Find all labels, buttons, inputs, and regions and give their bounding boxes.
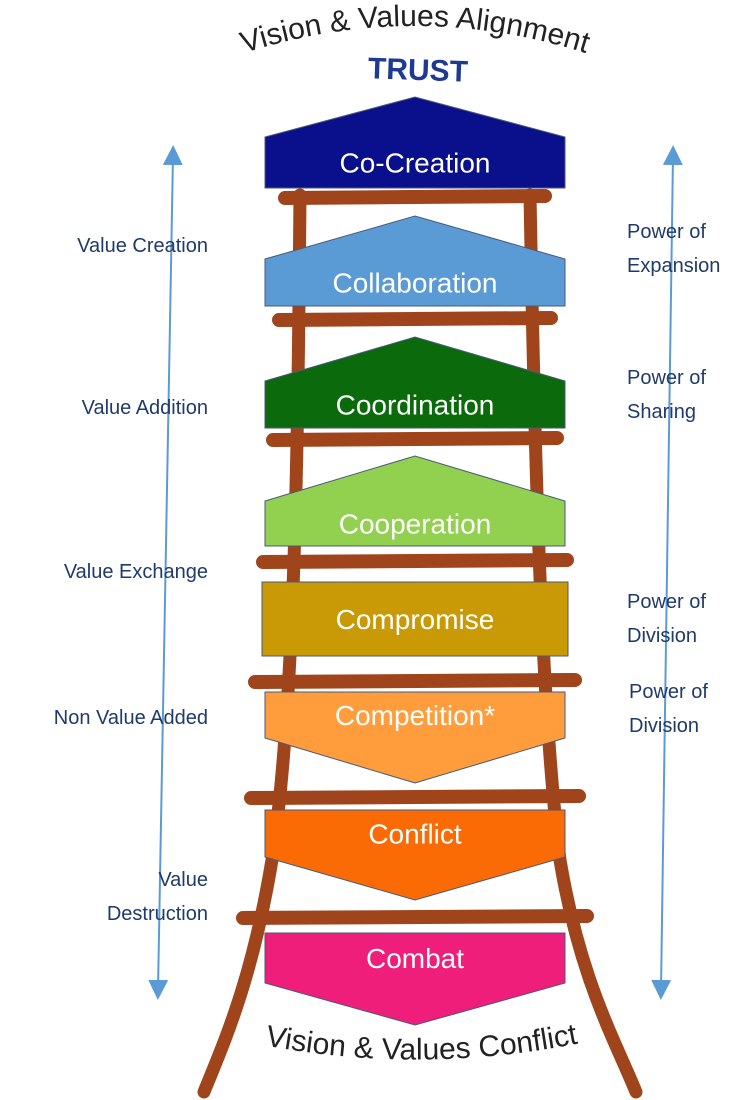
ladder-rung [266, 431, 564, 447]
step-label: Cooperation [339, 509, 492, 540]
bottom-arc-textpath: Vision & Values Conflict [263, 1018, 580, 1067]
left-label-line: Destruction [107, 903, 208, 925]
step-label: Competition* [335, 700, 495, 731]
step-shape [264, 336, 566, 429]
step-shape [264, 932, 566, 1026]
left-double-arrow [148, 145, 183, 1000]
right-label-line: Power of [627, 367, 706, 389]
right-label-line: Division [629, 715, 699, 737]
step-label: Collaboration [333, 268, 498, 299]
step-co-creation: Co-Creation [264, 96, 566, 189]
ladder-rung [248, 673, 582, 689]
step-coordination: Coordination [264, 336, 566, 429]
top-arc-textpath: Vision & Values Alignment [237, 0, 595, 60]
ladder-steps: Co-CreationCollaborationCoordinationCoop… [261, 96, 569, 1026]
right-label-line: Power of [627, 591, 706, 613]
left-label: Non Value Added [54, 707, 208, 729]
step-shape [264, 96, 566, 189]
step-cooperation: Cooperation [264, 455, 566, 547]
step-label: Combat [366, 943, 464, 974]
step-shape [264, 691, 566, 784]
step-shape [264, 455, 566, 547]
ladder-rung [256, 553, 574, 569]
bottom-arc-text: Vision & Values Conflict [263, 1018, 580, 1067]
right-label-line: Power of [627, 221, 706, 243]
right-label: Power of Sharing [627, 367, 706, 423]
step-label: Compromise [336, 604, 495, 635]
left-label-line: Value Addition [82, 397, 208, 419]
step-label: Conflict [368, 819, 462, 850]
ladder-rung [272, 311, 558, 327]
right-label-line: Expansion [627, 255, 720, 277]
right-label: Power of Division [627, 591, 706, 647]
right-label-line: Division [627, 625, 697, 647]
step-label: Co-Creation [340, 148, 491, 179]
ladder-rung [278, 189, 552, 205]
trust-label: TRUST [367, 52, 468, 88]
left-label: Value Addition [82, 397, 208, 419]
ladder-rung [244, 789, 586, 805]
top-arc-text: Vision & Values Alignment [237, 0, 595, 60]
right-label-line: Sharing [627, 401, 696, 423]
step-collaboration: Collaboration [264, 215, 566, 307]
right-double-arrow [651, 145, 683, 1000]
step-shape [264, 809, 566, 901]
step-label: Coordination [336, 390, 495, 421]
left-label-line: Value Exchange [64, 561, 208, 583]
left-label: Value Creation [77, 235, 208, 257]
left-label-line: Value [158, 869, 208, 891]
right-label-line: Power of [629, 681, 708, 703]
right-label: Power of Expansion [627, 221, 720, 277]
left-label: Value Exchange [64, 561, 208, 583]
step-competition: Competition* [264, 691, 566, 784]
left-label-line: Non Value Added [54, 707, 208, 729]
ladder-rung [236, 909, 594, 925]
step-compromise: Compromise [261, 581, 569, 657]
step-shape [264, 215, 566, 307]
step-conflict: Conflict [264, 809, 566, 901]
step-combat: Combat [264, 932, 566, 1026]
left-label-line: Value Creation [77, 235, 208, 257]
step-shape [261, 581, 569, 657]
right-label: Power of Division [629, 681, 708, 737]
